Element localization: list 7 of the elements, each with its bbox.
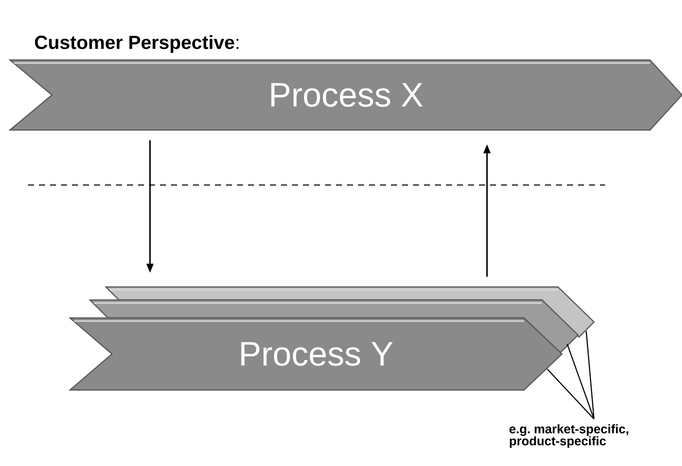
leader-line — [566, 344, 595, 420]
note-text: e.g. market-specific, product-specific — [510, 424, 628, 448]
process-step-box: Process Y — [68, 317, 563, 391]
leader-line — [546, 368, 594, 420]
process-step-box: Process X — [8, 59, 682, 131]
leader-line — [586, 330, 595, 420]
title: Customer Perspective: — [34, 35, 238, 53]
